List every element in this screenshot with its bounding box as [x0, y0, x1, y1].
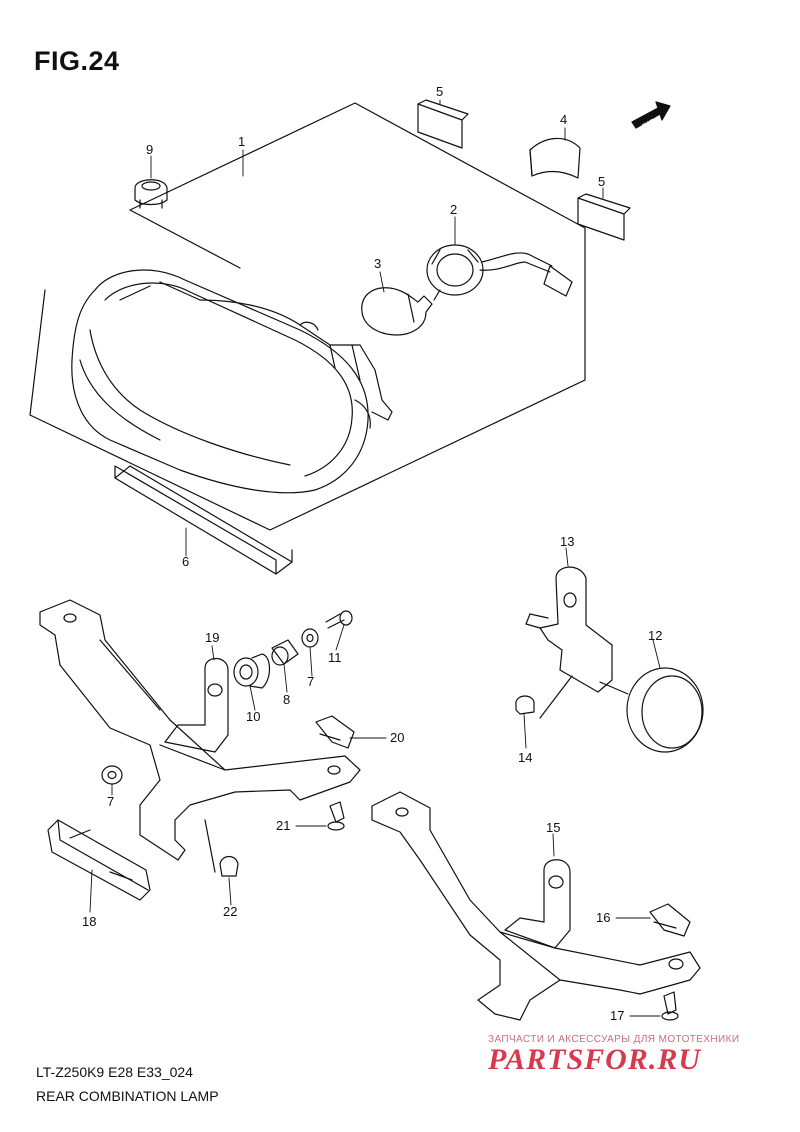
- callout-11: 11: [328, 650, 342, 665]
- callout-15: 15: [546, 820, 560, 835]
- grommet-part-9: [134, 179, 168, 209]
- callout-22: 22: [223, 904, 237, 919]
- callout-1: 1: [238, 134, 245, 149]
- washer-part-7-lower: [101, 765, 123, 785]
- nut-part-14: [515, 675, 573, 719]
- callout-16: 16: [596, 910, 610, 925]
- bracket-plate-part-15: [504, 859, 571, 949]
- callout-7-lower: 7: [107, 794, 114, 809]
- washer-part-7-upper: [301, 628, 319, 648]
- callout-17: 17: [610, 1008, 624, 1023]
- bracket-part-15: [371, 791, 701, 1021]
- assembly-outline: [29, 102, 586, 531]
- cushion-part-4: [529, 137, 581, 179]
- callout-5-lower: 5: [598, 174, 605, 189]
- bulb-part-3: [361, 287, 433, 336]
- watermark-tagline: ЗАПЧАСТИ И АКСЕССУАРЫ ДЛЯ МОТОТЕХНИКИ: [488, 1034, 740, 1045]
- figure-title: FIG.24: [34, 46, 120, 76]
- rubber-part-10: [233, 653, 271, 689]
- side-reflector-part-18: [47, 819, 151, 901]
- screw-part-17: [661, 991, 679, 1021]
- bracket-left: [39, 599, 361, 861]
- callout-19: 19: [205, 630, 219, 645]
- bracket-part-13: [525, 566, 613, 693]
- callout-18: 18: [82, 914, 96, 929]
- diagram-caption: LT-Z250K9 E28 E33_024 REAR COMBINATION L…: [36, 1060, 219, 1108]
- tail-lamp-housing-part-1: [71, 269, 393, 494]
- callout-2: 2: [450, 202, 457, 217]
- callout-8: 8: [283, 692, 290, 707]
- reflector-part-12: [599, 667, 704, 753]
- callout-12: 12: [648, 628, 662, 643]
- clip-nut-part-20: [315, 715, 355, 749]
- callout-5-upper: 5: [436, 84, 443, 99]
- fwd-arrow-icon: [631, 101, 671, 129]
- callout-14: 14: [518, 750, 532, 765]
- collar-part-8: [271, 639, 299, 666]
- callout-7-upper: 7: [307, 674, 314, 689]
- callout-4: 4: [560, 112, 567, 127]
- pad-part-5-lower: [577, 193, 631, 241]
- clip-nut-part-16: [649, 903, 691, 937]
- callout-10: 10: [246, 709, 260, 724]
- section-name: REAR COMBINATION LAMP: [36, 1088, 219, 1104]
- screw-part-11: [325, 610, 353, 629]
- watermark: ЗАПЧАСТИ И АКСЕССУАРЫ ДЛЯ МОТОТЕХНИКИ PA…: [488, 1034, 788, 1077]
- callout-20: 20: [390, 730, 404, 745]
- callout-6: 6: [182, 554, 189, 569]
- callout-9: 9: [146, 142, 153, 157]
- callout-13: 13: [560, 534, 574, 549]
- callout-21: 21: [276, 818, 290, 833]
- socket-part-2: [426, 244, 573, 301]
- callout-3: 3: [374, 256, 381, 271]
- pad-part-5-upper: [417, 99, 469, 149]
- model-code: LT-Z250K9 E28 E33_024: [36, 1064, 193, 1080]
- bracket-plate-part-19: [164, 657, 229, 753]
- foam-strip-part-6: [114, 465, 293, 575]
- screw-part-21: [327, 801, 345, 831]
- nut-part-22: [204, 819, 239, 877]
- leader-lines: [89, 99, 661, 1017]
- watermark-brand: PARTSFOR.RU: [488, 1043, 701, 1076]
- callout-labels: 1 2 3 4 5 5 6 7 7 8 9 10 11 12 13 14 15 …: [82, 84, 662, 1023]
